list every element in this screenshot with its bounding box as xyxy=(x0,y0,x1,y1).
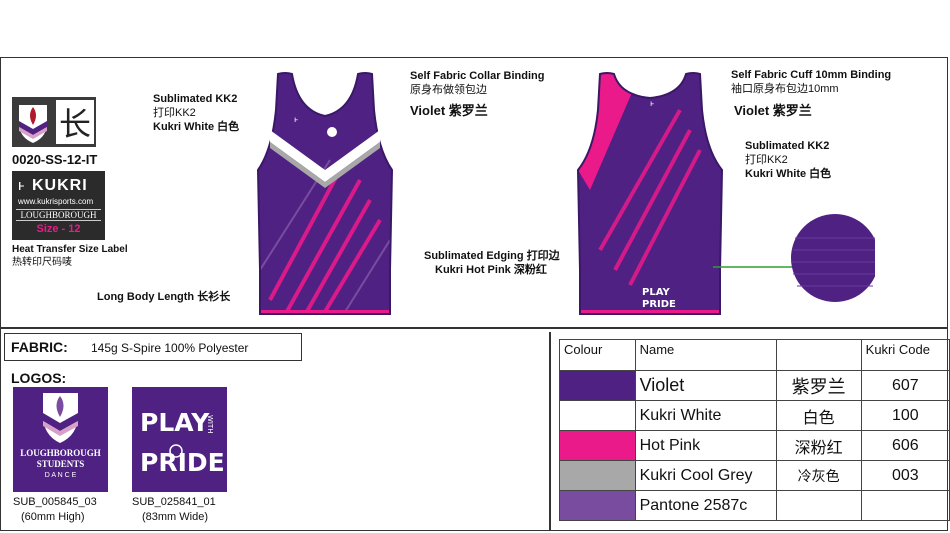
logo1-text-1: LOUGHBOROUGH xyxy=(20,448,101,458)
colour-swatch xyxy=(559,370,636,401)
spec-sheet-frame xyxy=(0,57,948,531)
svg-text:长: 长 xyxy=(59,105,91,143)
size-label-caption-en: Heat Transfer Size Label xyxy=(12,244,128,255)
colour-row: Kukri Cool Grey 冷灰色 003 xyxy=(559,460,950,491)
kukri-url: www.kukrisports.com xyxy=(18,197,94,206)
size-label-tile: KUKRI ⱶ www.kukrisports.com LOUGHBOROUGH… xyxy=(12,171,105,240)
loughborough-shield-logo-icon xyxy=(43,393,78,443)
svg-text:PLAY: PLAY xyxy=(140,408,210,437)
header-name: Name xyxy=(634,339,777,371)
brand-logo-tile: 长 xyxy=(12,97,96,147)
logo-play-with-pride: PLAY WITH PRIDE xyxy=(132,387,227,492)
colour-swatch xyxy=(559,490,636,521)
svg-text:PRIDE: PRIDE xyxy=(642,299,676,310)
colour-name: Pantone 2587c xyxy=(634,490,777,521)
colour-name: Violet xyxy=(634,370,777,401)
kukri-k-icon: ⱶ xyxy=(18,177,25,194)
front-kk2-note-1: Sublimated KK2 xyxy=(153,93,238,105)
logo2-code: SUB_025841_01 xyxy=(132,496,216,508)
size-text: Size - 12 xyxy=(36,223,81,235)
logo1-text-2: STUDENTS xyxy=(36,459,85,469)
logo-loughborough-dance: LOUGHBOROUGH STUDENTS D A N C E xyxy=(13,387,108,492)
colour-name: Hot Pink xyxy=(634,430,777,461)
colour-table-header: Colour Name Kukri Code xyxy=(559,339,950,371)
logo1-size: (60mm High) xyxy=(21,511,85,523)
style-code: 0020-SS-12-IT xyxy=(12,152,98,167)
kukri-wordmark: KUKRI xyxy=(32,177,88,194)
svg-text:ⱶ: ⱶ xyxy=(650,99,655,108)
colour-name: Kukri White xyxy=(634,400,777,431)
logo1-code: SUB_005845_03 xyxy=(13,496,97,508)
logo1-text-3: D A N C E xyxy=(44,472,77,479)
body-length-note: Long Body Length 长衫长 xyxy=(97,291,231,303)
svg-text:WITH: WITH xyxy=(206,415,214,434)
colour-chinese-name: 冷灰色 xyxy=(775,460,862,491)
colour-row: Kukri White 白色 100 xyxy=(559,400,950,431)
front-vest-illustration: ⱶ xyxy=(256,72,394,315)
fabric-box: FABRIC: 145g S-Spire 100% Polyester xyxy=(4,333,302,361)
back-kk2-note-2: 打印KK2 xyxy=(745,154,788,166)
back-kk2-note-1: Sublimated KK2 xyxy=(745,140,830,152)
colour-table: Colour Name Kukri Code Violet 紫罗兰 607 Ku… xyxy=(559,339,950,521)
size-label-caption-cn: 热转印尺码唛 xyxy=(12,257,72,268)
edging-note-1: Sublimated Edging 打印边 xyxy=(424,250,560,262)
cuff-note-2: 袖口原身布包边10mm xyxy=(731,83,839,95)
header-kukri-code: Kukri Code xyxy=(860,339,950,371)
colour-swatch xyxy=(559,400,636,431)
colour-name: Kukri Cool Grey xyxy=(634,460,777,491)
colour-chinese-name: 紫罗兰 xyxy=(775,370,862,401)
back-kk2-note-3: Kukri White 白色 xyxy=(745,168,832,180)
fabric-value: 145g S-Spire 100% Polyester xyxy=(91,341,249,355)
colour-code xyxy=(860,490,950,521)
column-divider xyxy=(549,332,551,531)
colour-code: 003 xyxy=(860,460,950,491)
colour-swatch xyxy=(559,460,636,491)
colour-chinese-name xyxy=(775,490,862,521)
fabric-label: FABRIC: xyxy=(11,339,68,355)
logo2-size: (83mm Wide) xyxy=(142,511,209,523)
colour-chinese-name: 白色 xyxy=(775,400,862,431)
colour-row: Hot Pink 深粉红 606 xyxy=(559,430,950,461)
cuff-note-1: Self Fabric Cuff 10mm Binding xyxy=(731,69,892,81)
club-name: LOUGHBOROUGH xyxy=(16,209,101,221)
header-colour: Colour xyxy=(559,339,636,371)
edging-note-2: Kukri Hot Pink 深粉红 xyxy=(435,264,547,276)
front-kk2-note-3: Kukri White 白色 xyxy=(153,121,240,133)
front-kk2-note-2: 打印KK2 xyxy=(153,107,196,119)
fabric-zoom-circle xyxy=(713,214,875,302)
collar-note-3: Violet 紫罗兰 xyxy=(410,103,488,118)
header-chinese xyxy=(775,339,862,371)
cuff-note-3: Violet 紫罗兰 xyxy=(734,103,812,118)
colour-chinese-name: 深粉红 xyxy=(775,430,862,461)
colour-code: 606 xyxy=(860,430,950,461)
svg-text:PLAY: PLAY xyxy=(642,287,670,298)
colour-row: Pantone 2587c xyxy=(559,490,950,521)
play-with-pride-logo-icon: PLAY WITH PRIDE xyxy=(140,408,225,477)
colour-code: 100 xyxy=(860,400,950,431)
section-divider xyxy=(0,327,948,329)
colour-swatch xyxy=(559,430,636,461)
svg-text:ⱶ: ⱶ xyxy=(294,115,299,124)
colour-row: Violet 紫罗兰 607 xyxy=(559,370,950,401)
collar-note-1: Self Fabric Collar Binding xyxy=(410,70,545,82)
logos-heading: LOGOS: xyxy=(11,370,67,386)
colour-code: 607 xyxy=(860,370,950,401)
loughborough-shield-icon: 长 xyxy=(12,97,94,147)
collar-note-2: 原身布做领包边 xyxy=(410,84,487,96)
back-vest-illustration: ⱶ PLAY PRIDE xyxy=(576,72,724,315)
